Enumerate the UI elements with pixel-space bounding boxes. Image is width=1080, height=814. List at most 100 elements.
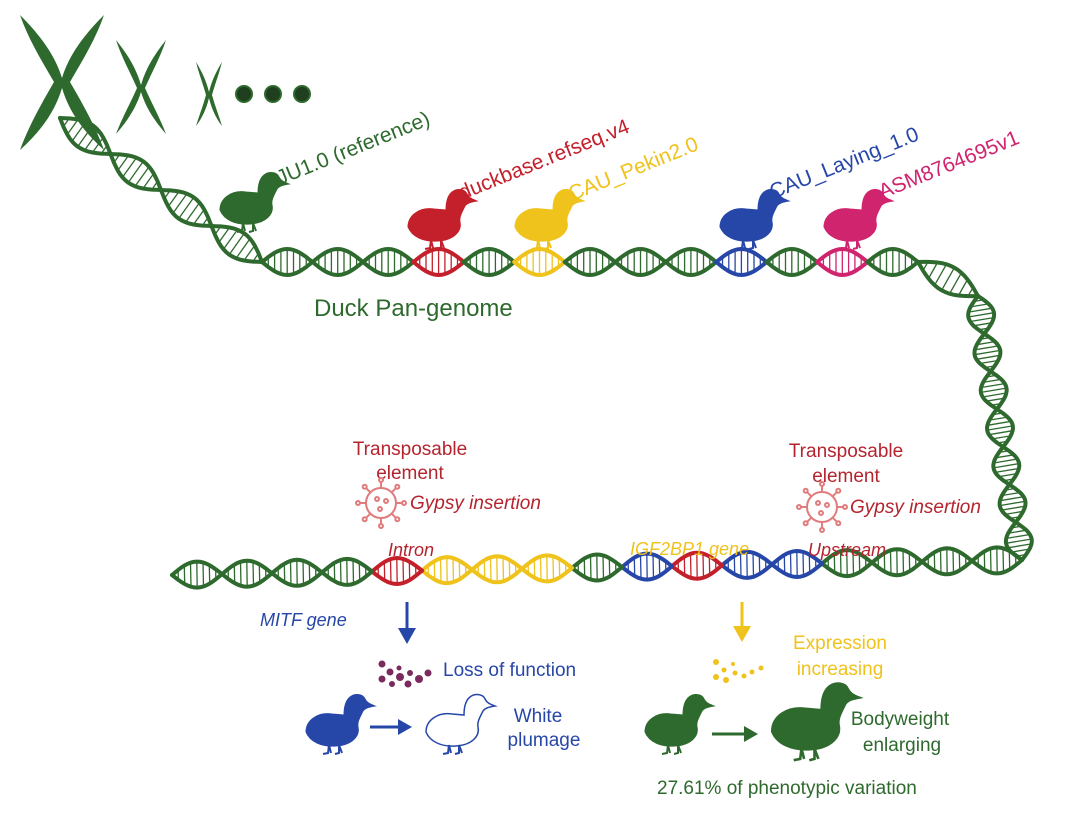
dna-rung (998, 472, 1018, 478)
dna-turn (159, 188, 214, 228)
dna-strand (159, 188, 214, 228)
phenotype-right: Bodyweight (851, 709, 950, 730)
dna-rung (980, 387, 1007, 394)
dna-rung (988, 430, 1013, 436)
dna-strand (108, 152, 163, 192)
chromosome-icon (20, 15, 104, 150)
dna-rung (939, 549, 942, 574)
dna-rung (252, 561, 255, 586)
dna-rung (974, 345, 999, 351)
dna-turn (916, 259, 980, 299)
dna-rung (302, 560, 305, 585)
dna-rung (172, 193, 188, 214)
dna-turn (972, 331, 1003, 374)
dna-turn (770, 548, 824, 580)
dna-strand (170, 559, 224, 577)
dna-turn (991, 444, 1022, 487)
dna-rung (552, 556, 555, 581)
ellipsis-dots-icon (235, 85, 311, 103)
dna-rung (702, 553, 705, 578)
gene-igf2bp1: IGF2BP1 gene (630, 539, 749, 559)
dna-strand (108, 152, 163, 192)
dna-rung (852, 550, 855, 576)
dna-strand (994, 407, 1016, 449)
dna-strand (512, 260, 567, 278)
dna-rung (986, 397, 1005, 402)
dna-turn (920, 546, 974, 577)
te-title-left-2: element (376, 463, 444, 484)
dna-turn (461, 246, 517, 278)
dna-turn (978, 369, 1009, 412)
dna-strand (420, 555, 474, 573)
dna-rung (902, 550, 905, 575)
dna-strand (620, 564, 674, 582)
dna-turn (820, 548, 874, 579)
dna-rung (185, 202, 201, 223)
phenotype-left: White (514, 706, 563, 727)
dna-strand (920, 558, 974, 577)
dna-strand (720, 562, 774, 580)
dna-strand (770, 548, 824, 567)
dna-turn (865, 246, 920, 278)
dna-strand (570, 552, 624, 570)
dna-strand (997, 482, 1018, 525)
dna-rung (973, 322, 992, 327)
dna-rung (243, 245, 256, 261)
dna-strand (461, 260, 517, 278)
dna-strand (970, 558, 1024, 576)
dna-strand (461, 246, 517, 264)
dna-turn (720, 549, 774, 580)
dna-turn (58, 116, 113, 156)
dna-strand (512, 246, 567, 264)
dna-rung (192, 209, 205, 225)
dna-strand (360, 246, 416, 264)
dna-turn (620, 551, 674, 582)
chromosome-icon (196, 62, 222, 126)
dna-strand (470, 554, 524, 572)
dna-rung (968, 307, 993, 313)
molecule-dots-icon (713, 659, 764, 683)
dna-rung (949, 272, 962, 295)
dna-turn (764, 246, 820, 278)
dna-rung (989, 416, 1008, 421)
dna-turn (420, 555, 474, 586)
duck-icon (425, 693, 496, 755)
dna-rung (1005, 538, 1032, 544)
assembly-label: ZJU1.0 (reference) (261, 107, 433, 194)
dna-rung (995, 467, 1020, 474)
dna-strand (865, 260, 920, 278)
dna-rung (987, 425, 1013, 431)
dna-rung (167, 191, 180, 207)
dna-strand (1013, 520, 1034, 562)
dna-strand (613, 246, 668, 264)
dna-rung (602, 555, 605, 580)
dna-turn (512, 246, 567, 278)
arrow-right-icon (370, 719, 412, 735)
dna-rung (589, 555, 592, 580)
dna-rung (77, 125, 94, 147)
dna-strand (663, 260, 719, 278)
dna-rung (1002, 548, 1005, 573)
dna-rung (189, 562, 192, 587)
dna-rung (789, 552, 792, 577)
dna-rung (639, 554, 642, 579)
arrow-down-icon (398, 602, 416, 644)
position-upstream: Upstream (808, 540, 886, 560)
dna-strand (270, 570, 324, 588)
dna-rung (452, 557, 455, 583)
dna-strand (663, 246, 719, 264)
gene-mitf: MITF gene (260, 610, 347, 630)
virus-icon (355, 477, 407, 529)
te-title-right-2: element (812, 466, 880, 487)
dna-strand (159, 188, 214, 228)
dna-rung (941, 267, 955, 291)
dna-rung (1008, 529, 1027, 534)
dna-rung (689, 553, 692, 578)
dna-rung (402, 558, 405, 583)
dna-rung (982, 392, 1007, 398)
dna-strand (764, 246, 820, 264)
dna-strand (991, 444, 1012, 487)
pan-genome-label: Duck Pan-genome (314, 295, 513, 322)
phenotype-right-2: enlarging (863, 735, 941, 756)
